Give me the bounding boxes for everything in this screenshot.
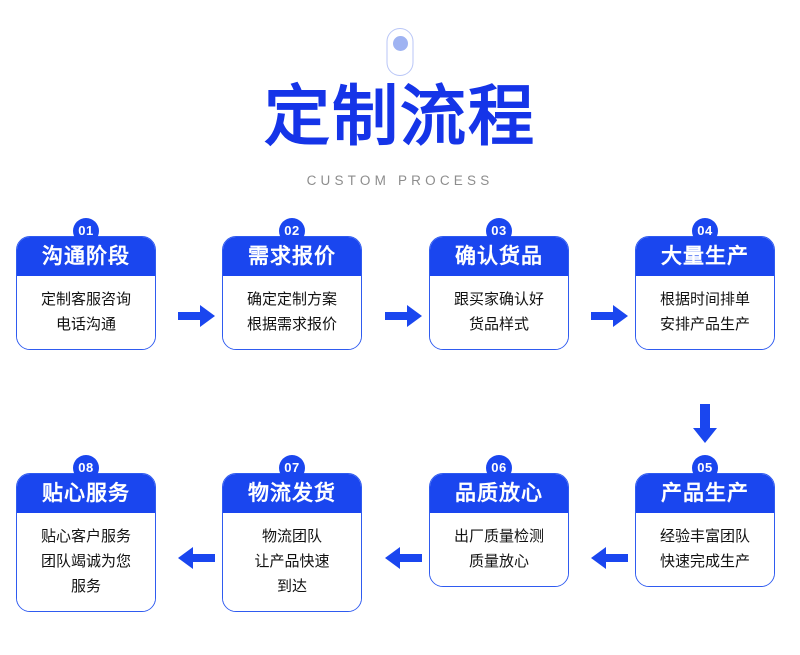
step-card-body: 贴心客户服务 团队竭诚为您 服务 [17,513,155,611]
step-card-box: 物流发货 物流团队 让产品快速 到达 [222,473,362,612]
step-card-title: 确认货品 [430,237,568,276]
step-card-box: 产品生产 经验丰富团队 快速完成生产 [635,473,775,587]
step-card-box: 大量生产 根据时间排单 安排产品生产 [635,236,775,350]
step-card-box: 品质放心 出厂质量检测 质量放心 [429,473,569,587]
step-number-badge: 06 [486,455,512,481]
step-number-badge: 04 [692,218,718,244]
arrow-left-icon-06-07 [385,545,423,571]
arrow-right-icon-02-03 [385,303,423,329]
step-card-body: 定制客服咨询 电话沟通 [17,276,155,349]
step-card-box: 沟通阶段 定制客服咨询 电话沟通 [16,236,156,350]
arrow-down-icon-04-05 [692,404,718,444]
page-title: 定制流程 [264,79,536,153]
step-card-box: 需求报价 确定定制方案 根据需求报价 [222,236,362,350]
page-subtitle: CUSTOM PROCESS [306,173,494,188]
step-number-badge: 02 [279,218,305,244]
step-number-badge: 03 [486,218,512,244]
step-card-body: 经验丰富团队 快速完成生产 [636,513,774,586]
step-card-body: 出厂质量检测 质量放心 [430,513,568,586]
arrow-left-icon-05-06 [591,545,629,571]
step-card-body: 物流团队 让产品快速 到达 [223,513,361,611]
step-number-badge: 01 [73,218,99,244]
capsule-ornament-icon [386,28,414,76]
ornament-dot-icon [392,36,408,51]
step-card-body: 跟买家确认好 货品样式 [430,276,568,349]
step-card-box: 贴心服务 贴心客户服务 团队竭诚为您 服务 [16,473,156,612]
arrow-left-icon-07-08 [178,545,216,571]
arrow-right-icon-03-04 [591,303,629,329]
step-card-body: 根据时间排单 安排产品生产 [636,276,774,349]
step-number-badge: 08 [73,455,99,481]
step-number-badge: 05 [692,455,718,481]
step-card-box: 确认货品 跟买家确认好 货品样式 [429,236,569,350]
step-card-title: 品质放心 [430,474,568,513]
step-number-badge: 07 [279,455,305,481]
arrow-right-icon-01-02 [178,303,216,329]
step-card-body: 确定定制方案 根据需求报价 [223,276,361,349]
step-card-title: 贴心服务 [17,474,155,513]
